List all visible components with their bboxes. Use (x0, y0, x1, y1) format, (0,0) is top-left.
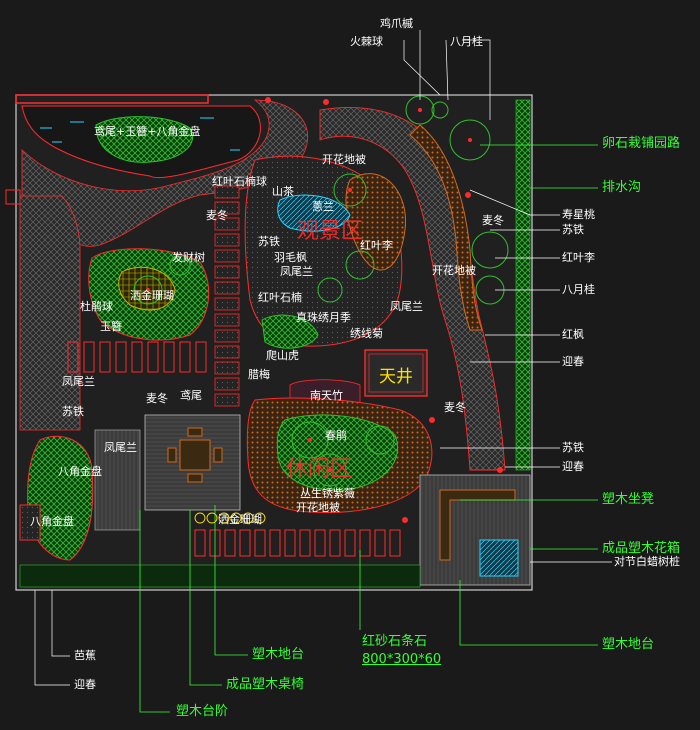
callout-huaxiang: 成品塑木花箱 (602, 541, 681, 556)
zone-rest-label: 休闲区 (286, 457, 353, 482)
planter-box (479, 539, 519, 577)
label-yingchun2: 迎春 (562, 460, 584, 473)
callout-paishui: 排水沟 (602, 180, 642, 195)
label-yingchun-bottom: 迎春 (74, 678, 96, 691)
label-lishanhu: 爬山虎 (266, 349, 299, 362)
courtyard-box (364, 349, 428, 397)
courtyard-label: 天井 (379, 367, 413, 387)
label-huojiqiu: 火棘球 (350, 35, 383, 48)
stair-strips (94, 429, 141, 531)
paver-row-left (67, 341, 207, 373)
label-maidong2: 麦冬 (146, 392, 168, 405)
label-maidong1: 麦冬 (206, 209, 228, 222)
label-maidong4: 麦冬 (482, 214, 504, 227)
label-fengwei2: 凤尾兰 (390, 300, 423, 313)
label-hongyeshinan: 红叶石楠 (258, 291, 302, 304)
label-shouxingtao: 寿星桃 (562, 208, 595, 221)
label-sajin2: 洒金珊瑚 (218, 513, 262, 526)
label-hongyeli-right: 红叶李 (562, 251, 595, 264)
label-yuanwei: 鸢尾 (180, 389, 202, 402)
callout-zuodeng: 塑木坐凳 (602, 492, 655, 507)
label-zhenzhu: 真珠绣月季 (296, 311, 351, 324)
label-sutie1: 苏铁 (258, 235, 280, 248)
label-nantianzhu: 南天竹 (310, 389, 343, 402)
label-hongye-qiu: 红叶石楠球 (212, 175, 267, 188)
top-wall (15, 94, 209, 104)
callout-luanshi: 卵石栽铺园路 (602, 136, 681, 151)
label-tong: 蔥兰 (312, 200, 334, 213)
label-fengwei1: 凤尾兰 (280, 265, 313, 278)
label-jizhao: 鸡爪槭 (380, 17, 413, 30)
stepping-stones (194, 512, 266, 524)
label-yuzan: 玉簪 (100, 320, 122, 333)
label-sutie-b: 苏铁 (562, 441, 584, 454)
pond-island (95, 116, 193, 163)
label-yuanyang: 鸢尾+玉簪+八角金盘 (94, 125, 201, 138)
bottom-grass (19, 564, 421, 588)
label-fengwei3: 凤尾兰 (62, 375, 95, 388)
chair-top (187, 427, 203, 437)
callout-hongsha: 红砂石条石 (362, 634, 428, 649)
callout-taijie: 塑木台阶 (176, 704, 229, 719)
climber-bed (261, 314, 319, 349)
label-bayuegui-top: 八月桂 (450, 35, 483, 48)
label-yingchun1: 迎春 (562, 355, 584, 368)
label-fengwei4: 凤尾兰 (104, 441, 137, 454)
orange-strip (409, 124, 483, 331)
label-shancha: 山茶 (272, 185, 294, 198)
label-xiuxianju: 绣线菊 (350, 327, 383, 340)
tree-centers (146, 97, 503, 523)
label-hongfeng: 红枫 (562, 328, 584, 341)
leader-lines (34, 30, 612, 686)
label-chunjuan: 春鹃 (325, 429, 347, 442)
label-facaishu: 发财树 (172, 251, 205, 264)
label-kaihua1: 开花地被 (322, 153, 366, 166)
label-sajin: 洒金珊瑚 (130, 289, 174, 302)
label-bajiao2: 八角金盘 (30, 515, 74, 528)
callout-ditai-right: 塑木地台 (602, 637, 655, 652)
table (179, 439, 211, 471)
tree-symbols (133, 95, 509, 487)
kaihua-bed (345, 173, 407, 271)
label-hongyeli1: 红叶李 (360, 239, 393, 252)
zone-view-label: 观景区 (297, 219, 364, 244)
label-sutie2: 苏铁 (62, 405, 84, 418)
bed-bottom-left (27, 435, 94, 561)
label-duijie: 对节白蜡树桩 (614, 555, 680, 568)
drain-green (515, 99, 531, 471)
paver-row-bottom (194, 529, 401, 557)
label-lamei: 腊梅 (248, 368, 270, 381)
chair-right (213, 447, 223, 463)
label-maidong3: 麦冬 (444, 401, 466, 414)
chair-left (167, 447, 177, 463)
bed-corner (19, 504, 41, 541)
central-stripes (214, 185, 240, 407)
label-bajiao-bottom: 芭蕉 (74, 649, 96, 662)
label-yumao: 羽毛枫 (274, 251, 307, 264)
pebble-path-left (19, 195, 81, 431)
courtyard-inner (368, 353, 424, 393)
callout-hongsha-size: 800*300*60 (362, 652, 442, 667)
bench (439, 489, 516, 561)
shancha-bed (277, 194, 351, 232)
green-leaders (139, 144, 598, 713)
water-lines (40, 117, 240, 151)
callout-zhuoyi: 成品塑木桌椅 (226, 677, 305, 692)
label-dujuan: 杜鹃球 (80, 300, 113, 313)
label-sutie-right: 苏铁 (562, 223, 584, 236)
label-bayuegui-right: 八月桂 (562, 283, 595, 296)
label-kaihua2: 开花地被 (432, 264, 476, 277)
label-kaihua3: 开花地被 (296, 501, 340, 514)
label-bajiao1: 八角金盘 (58, 465, 102, 478)
callout-ditai-bottom: 塑木地台 (252, 647, 305, 662)
label-congsheng: 丛生锈紫薇 (300, 487, 355, 500)
chair-bottom (187, 473, 203, 483)
